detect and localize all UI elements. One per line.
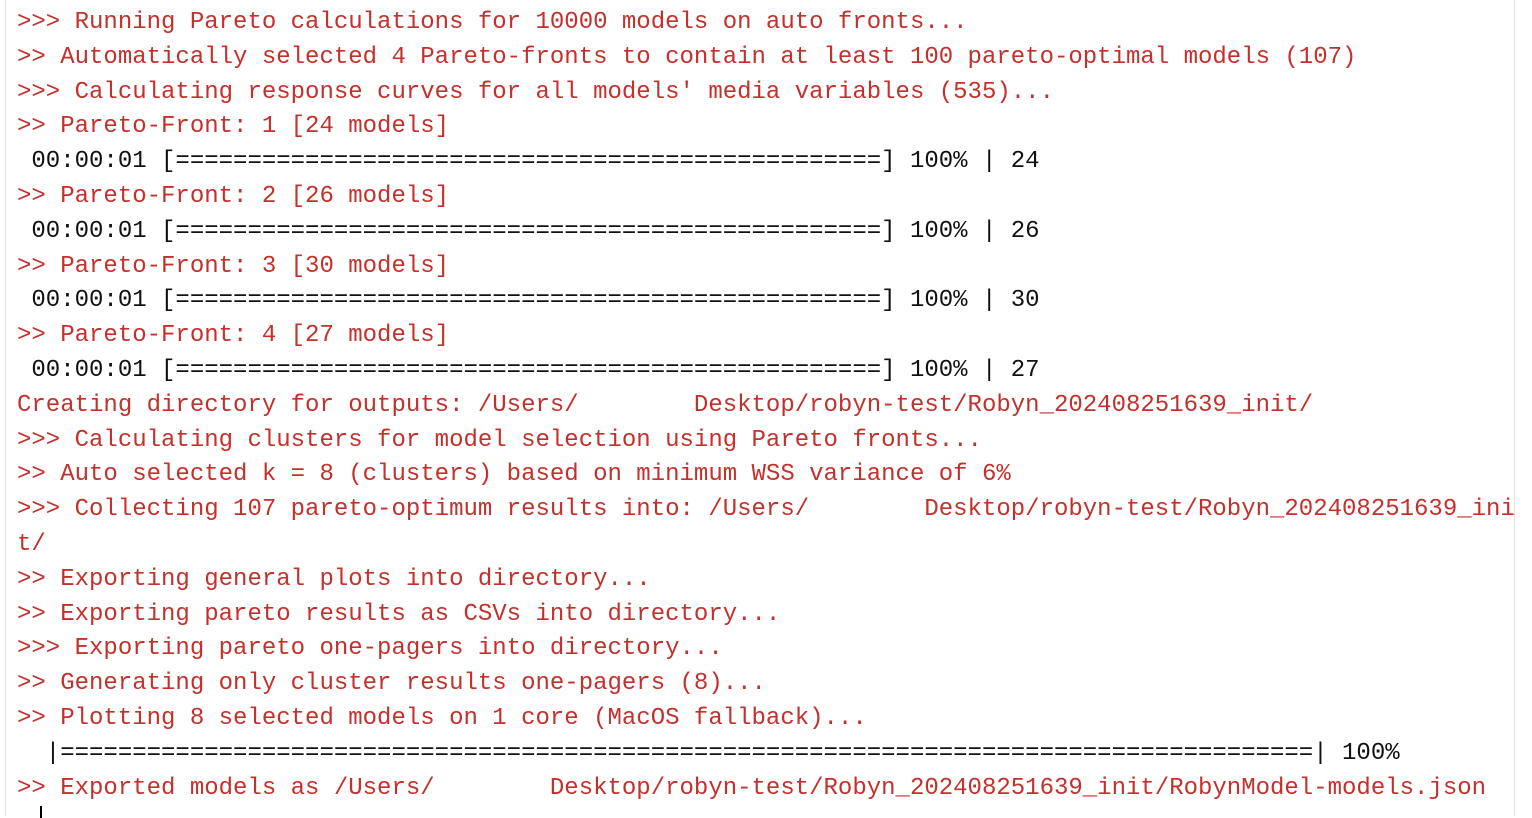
text-cursor — [40, 806, 42, 818]
console-message-line: >> Auto selected k = 8 (clusters) based … — [17, 461, 1011, 489]
console-message-line: >>> Exporting pareto one-pagers into dir… — [17, 635, 723, 663]
progress-bar-line: 00:00:01 [==============================… — [17, 217, 1040, 245]
progress-bar-line: 00:00:01 [==============================… — [17, 287, 1040, 315]
console-message-line: >> Exported models as /Users/ Desktop/ro… — [17, 774, 1487, 802]
console-message-line: >>> Calculating clusters for model selec… — [17, 426, 982, 454]
progress-bar-line: |=======================================… — [17, 739, 1400, 767]
console-message-line: >> Pareto-Front: 1 [24 models] — [17, 113, 450, 141]
console-message-line: t/ — [17, 531, 46, 558]
console-message-line: >> Exporting pareto results as CSVs into… — [17, 600, 781, 628]
r-console-output[interactable]: >>> Running Pareto calculations for 1000… — [5, 0, 1515, 816]
console-message-line: >>> Calculating response curves for all … — [17, 78, 1054, 106]
console-message-line: >> Automatically selected 4 Pareto-front… — [17, 43, 1357, 71]
console-message-line: >> Pareto-Front: 2 [26 models] — [17, 183, 450, 210]
console-message-line: >> Pareto-Front: 3 [30 models] — [17, 252, 450, 280]
console-message-line: >>> Running Pareto calculations for 1000… — [17, 9, 968, 36]
progress-bar-line: 00:00:01 [==============================… — [17, 148, 1040, 176]
progress-bar-line: 00:00:01 [==============================… — [17, 357, 1040, 384]
console-message-line: >> Pareto-Front: 4 [27 models] — [17, 322, 450, 350]
console-message-line: >> Generating only cluster results one-p… — [17, 670, 766, 698]
console-message-line: >>> Collecting 107 pareto-optimum result… — [17, 496, 1515, 524]
console-message-line: >> Plotting 8 selected models on 1 core … — [17, 705, 867, 732]
console-message-line: Creating directory for outputs: /Users/ … — [17, 391, 1314, 419]
console-message-line: >> Exporting general plots into director… — [17, 565, 651, 593]
